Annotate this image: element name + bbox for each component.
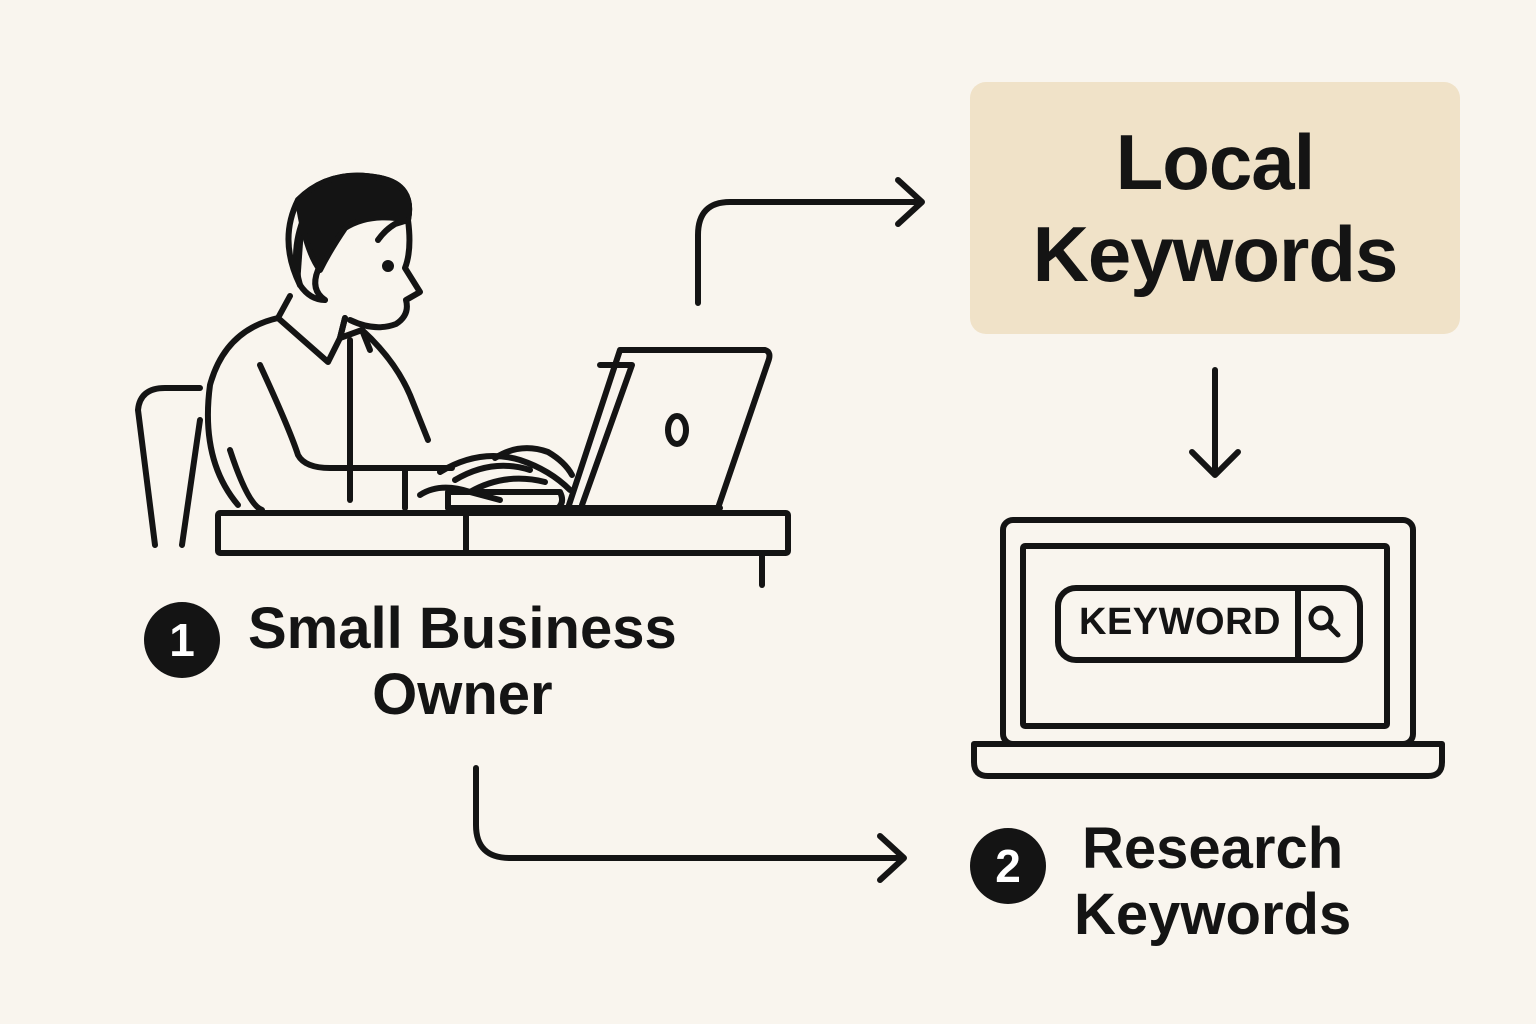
arrowhead-down [1189,449,1241,478]
step-1-line-2: Owner [372,662,553,727]
step-1-label: 1 Small Business Owner [144,596,677,728]
local-keywords-line-1: Local [1115,118,1316,206]
search-input[interactable]: KEYWORD [1079,601,1281,643]
business-owner-illustration [135,172,791,588]
arrowhead-right-top [895,177,925,227]
step-2-badge: 2 [970,828,1046,904]
local-keywords-line-2: Keywords [1032,210,1399,298]
arrowhead-right-bottom [877,833,907,883]
step-2-line-1: Research [1082,816,1344,881]
step-1-badge: 1 [144,602,220,678]
search-icon[interactable] [1308,605,1341,638]
step-2-label: 2 Research Keywords [970,816,1351,948]
step-1-text: Small Business Owner [248,596,677,728]
arrow-to-research-keywords [473,765,905,861]
search-laptop-illustration [971,517,1445,779]
step-2-line-2: Keywords [1074,882,1352,947]
step-1-line-1: Small Business [248,596,677,661]
local-keywords-box: Local Keywords [970,82,1460,334]
arrow-to-local-keywords [695,199,923,306]
step-2-text: Research Keywords [1074,816,1351,948]
